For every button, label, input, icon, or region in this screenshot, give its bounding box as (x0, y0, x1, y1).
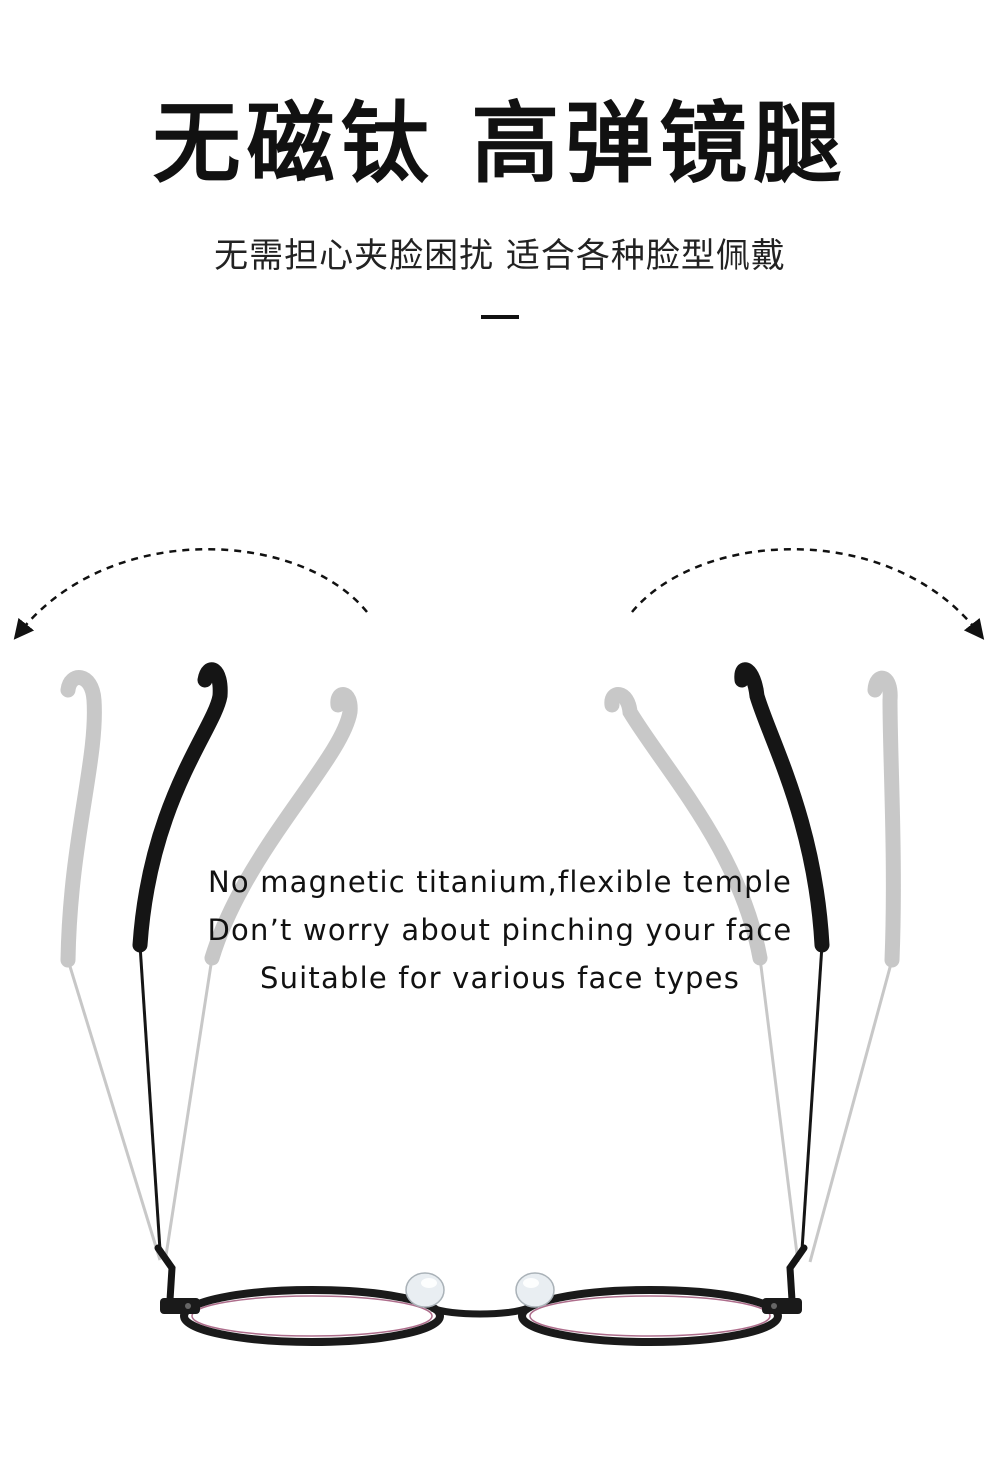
caption-block: No magnetic titanium,flexible temple Don… (0, 858, 1000, 1002)
left-lens (180, 1286, 444, 1346)
right-rotation-arrow (631, 547, 985, 640)
right-lens (518, 1286, 782, 1346)
caption-line-1: No magnetic titanium,flexible temple (207, 865, 793, 899)
glasses-front (160, 1272, 802, 1346)
left-rotation-arrow (13, 547, 368, 640)
right-ghost-temple-inner (604, 687, 800, 1263)
right-ghost-temple-outer (808, 670, 901, 1263)
subheadline: 无需担心夹脸困扰 适合各种脸型佩戴 (214, 236, 786, 276)
right-nose-pad (515, 1272, 555, 1308)
left-ghost-temple-inner (163, 687, 358, 1263)
left-nose-pad (405, 1272, 445, 1308)
bridge (430, 1304, 530, 1318)
caption-line-3: Suitable for various face types (259, 961, 741, 995)
left-ghost-temple-outer (60, 670, 162, 1261)
headline: 无磁钛 高弹镜腿 (152, 92, 848, 195)
divider-dash (481, 315, 519, 319)
caption-line-2: Don’t worry about pinching your face (207, 913, 793, 947)
